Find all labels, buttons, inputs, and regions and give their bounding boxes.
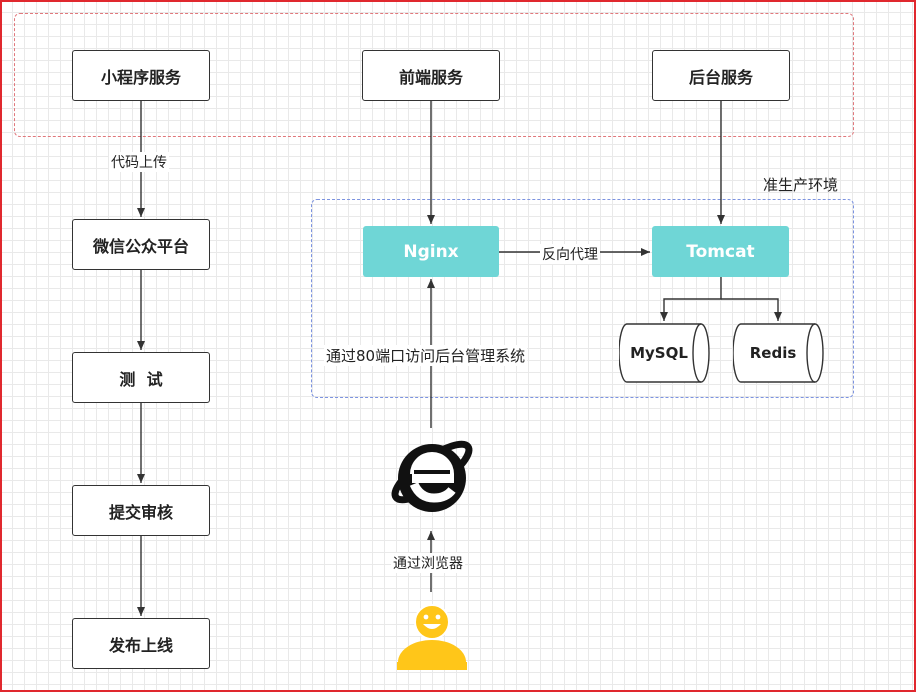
submit-review-node: 提交审核 (72, 485, 210, 536)
mysql-database-node: MySQL (619, 323, 711, 383)
frontend-service-node: 前端服务 (362, 50, 500, 101)
port-80-access-label: 通过80端口访问后台管理系统 (324, 345, 528, 366)
database-cylinder-icon (733, 323, 824, 383)
miniprogram-service-node: 小程序服务 (72, 50, 210, 101)
reverse-proxy-label: 反向代理 (540, 244, 600, 264)
services-group (14, 13, 854, 137)
ie-browser-icon (391, 440, 473, 512)
staging-environment-group (311, 199, 854, 398)
redis-label: Redis (749, 344, 797, 362)
database-cylinder-icon (619, 323, 710, 383)
tomcat-to-redis-line (721, 298, 782, 321)
staging-environment-title: 准生产环境 (763, 176, 839, 194)
nginx-node: Nginx (363, 226, 499, 277)
via-browser-label: 通过浏览器 (391, 553, 465, 573)
test-node: 测 试 (72, 352, 210, 403)
smiling-user-icon (397, 604, 467, 670)
upload-code-label: 代码上传 (109, 152, 169, 172)
redis-database-node: Redis (733, 323, 825, 383)
tomcat-to-mysql-line (660, 277, 722, 321)
mysql-label: MySQL (630, 344, 688, 362)
tomcat-node: Tomcat (652, 226, 789, 277)
release-node: 发布上线 (72, 618, 210, 669)
backend-service-node: 后台服务 (652, 50, 790, 101)
wechat-platform-node: 微信公众平台 (72, 219, 210, 270)
